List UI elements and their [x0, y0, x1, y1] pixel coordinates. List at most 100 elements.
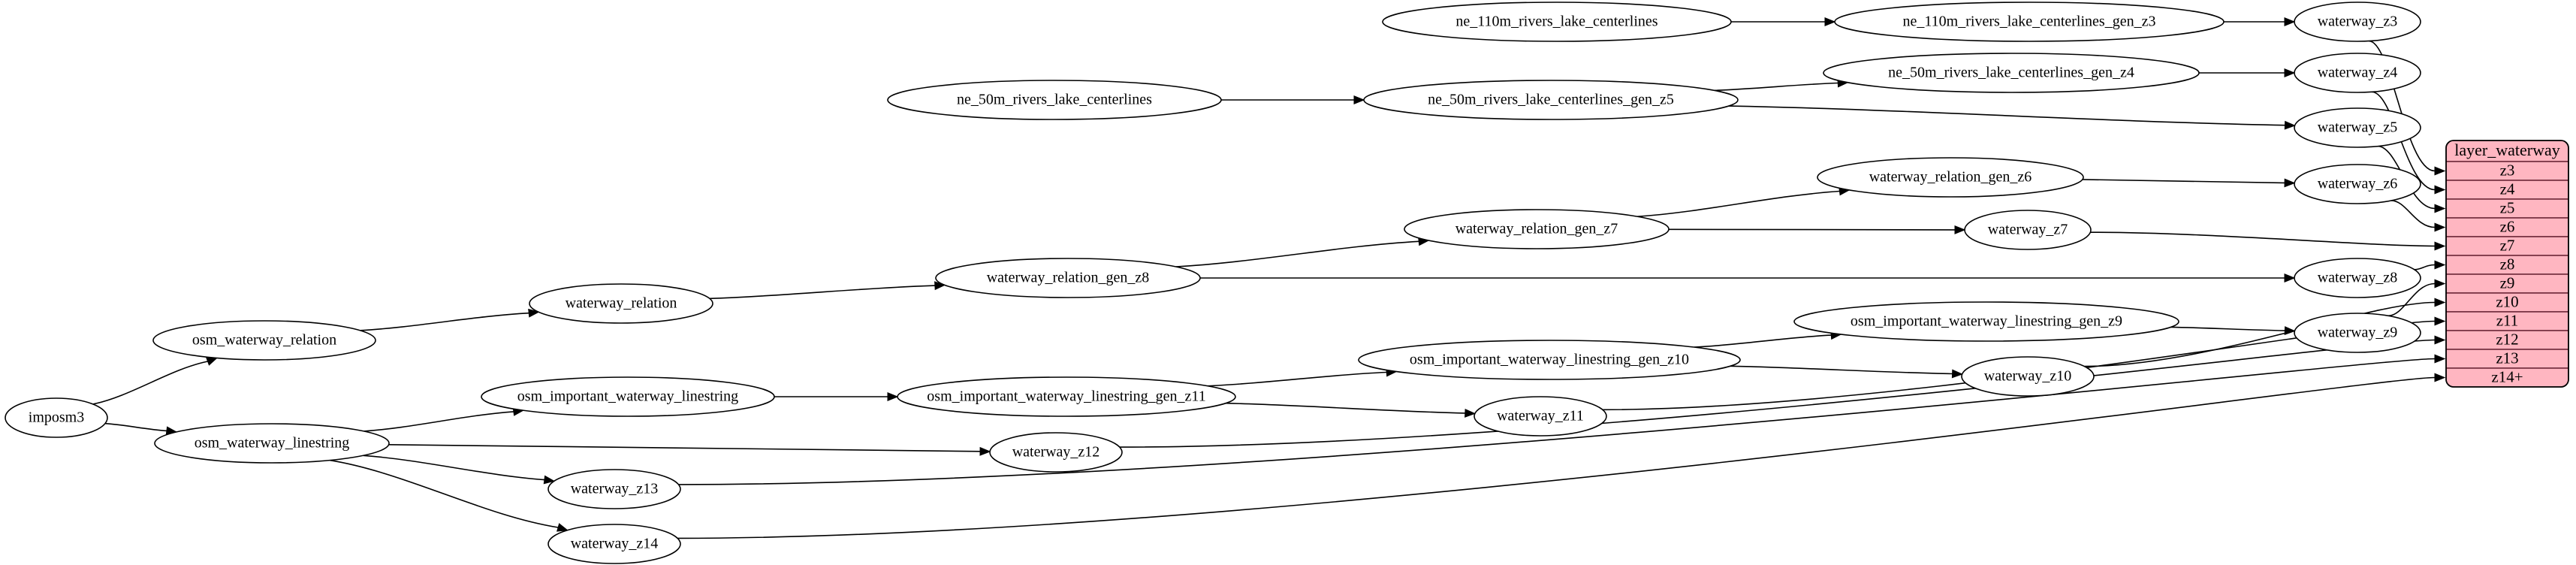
- node-ellipse-ne_110m_rivers_lake_centerlines_gen_z3: [1834, 2, 2225, 42]
- layer-table-title: layer_waterway: [2454, 140, 2559, 159]
- arrowhead-icon: [2284, 273, 2296, 282]
- node-ellipse-ne_50m_rivers_lake_centerlines_gen_z4: [1823, 53, 2200, 93]
- edge-waterway_relation_gen_z7-to-waterway_z7: [1668, 228, 1956, 231]
- layer-table-outline: [2445, 140, 2569, 388]
- edges-layer: [92, 17, 2446, 539]
- graph-node-waterway_z5[interactable]: waterway_z5: [2294, 107, 2421, 148]
- graph-node-waterway_z11[interactable]: waterway_z11: [1474, 396, 1607, 437]
- graph-node-waterway_relation_gen_z6[interactable]: waterway_relation_gen_z6: [1817, 157, 2084, 198]
- layer-table-row-z12[interactable]: [2446, 330, 2568, 350]
- edge-osm_important_waterway_linestring_gen_z11-to-waterway_z11: [1225, 402, 1465, 414]
- arrowhead-icon: [557, 523, 569, 532]
- arrowhead-icon: [2434, 279, 2446, 289]
- layer-table-row-z4[interactable]: [2446, 180, 2568, 200]
- graph-node-waterway_z7[interactable]: waterway_z7: [1964, 210, 2092, 250]
- edge-waterway_z12-to-layer_waterway-z12: [1119, 339, 2436, 448]
- graph-node-waterway_z12[interactable]: waterway_z12: [989, 432, 1123, 473]
- graph-node-ne_50m_rivers_lake_centerlines[interactable]: ne_50m_rivers_lake_centerlines: [887, 80, 1222, 120]
- node-ellipse-ne_110m_rivers_lake_centerlines: [1382, 2, 1732, 42]
- arrowhead-icon: [2284, 178, 2296, 188]
- nodes-layer: imposm3 osm_waterway_relation osm_waterway…: [5, 2, 2421, 564]
- graph-node-waterway_z8[interactable]: waterway_z8: [2294, 258, 2421, 298]
- edge-osm_important_waterway_linestring_gen_z10-to-waterway_z10: [1730, 365, 1953, 375]
- layer-table-row-z13[interactable]: [2446, 349, 2568, 369]
- layer-table-row-label-z12: z12: [2496, 330, 2518, 348]
- graph-node-waterway_z6[interactable]: waterway_z6: [2294, 164, 2421, 204]
- layer-table-row-z10[interactable]: [2446, 292, 2568, 313]
- edge-waterway_z8-to-layer_waterway-z8: [2414, 264, 2436, 270]
- layer-table-row-z5[interactable]: [2446, 198, 2568, 219]
- arrowhead-icon: [543, 475, 556, 485]
- edge-osm_waterway_linestring-to-waterway_z12: [388, 444, 981, 452]
- edge-osm_important_waterway_linestring_gen_z11-to-osm_important_waterway_linestring_gen_z10: [1207, 371, 1387, 387]
- layer-table-row-label-z10: z10: [2496, 292, 2518, 310]
- edge-osm_waterway_relation-to-waterway_relation: [360, 312, 529, 331]
- graph-node-waterway_z13[interactable]: waterway_z13: [547, 469, 681, 509]
- layer-waterway-table: layer_waterwayz3z4z5z6z7z8z9z10z11z12z13…: [2445, 140, 2569, 388]
- graph-node-osm_important_waterway_linestring_gen_z10[interactable]: osm_important_waterway_linestring_gen_z1…: [1358, 340, 1741, 380]
- edge-osm_important_waterway_linestring_gen_z9-to-waterway_z9: [2170, 326, 2285, 331]
- node-ellipse-waterway_z6: [2294, 164, 2421, 204]
- graph-node-ne_110m_rivers_lake_centerlines[interactable]: ne_110m_rivers_lake_centerlines: [1382, 2, 1732, 42]
- arrowhead-icon: [2434, 166, 2446, 176]
- layer-table-row-label-z9: z9: [2500, 273, 2515, 292]
- node-ellipse-imposm3: [5, 397, 108, 438]
- graph-node-ne_50m_rivers_lake_centerlines_gen_z5[interactable]: ne_50m_rivers_lake_centerlines_gen_z5: [1363, 80, 1739, 120]
- arrowhead-icon: [2434, 354, 2446, 364]
- graph-node-waterway_relation_gen_z8[interactable]: waterway_relation_gen_z8: [935, 258, 1201, 298]
- layer-table-row-z14plus[interactable]: [2446, 367, 2568, 387]
- node-ellipse-waterway_z11: [1474, 396, 1607, 437]
- graph-node-waterway_z14[interactable]: waterway_z14: [547, 524, 681, 564]
- graph-node-osm_important_waterway_linestring[interactable]: osm_important_waterway_linestring: [481, 376, 775, 417]
- node-ellipse-waterway_z4: [2294, 53, 2421, 93]
- arrowhead-icon: [887, 392, 899, 401]
- layer-table-row-z9[interactable]: [2446, 273, 2568, 294]
- edge-waterway_z7-to-layer_waterway-z7: [2090, 231, 2436, 247]
- node-ellipse-osm_important_waterway_linestring_gen_z11: [897, 376, 1236, 417]
- arrowhead-icon: [2434, 373, 2446, 382]
- graph-node-osm_important_waterway_linestring_gen_z9[interactable]: osm_important_waterway_linestring_gen_z9: [1793, 301, 2179, 342]
- layer-table-row-label-z13: z13: [2496, 349, 2518, 367]
- layer-table-row-label-z6: z6: [2500, 217, 2515, 235]
- node-ellipse-ne_50m_rivers_lake_centerlines: [887, 80, 1222, 120]
- edge-waterway_z6-to-layer_waterway-z6: [2390, 200, 2436, 228]
- arrowhead-icon: [1353, 95, 1365, 104]
- node-ellipse-osm_important_waterway_linestring_gen_z9: [1793, 301, 2179, 342]
- arrowhead-icon: [206, 357, 219, 366]
- graph-node-waterway_z3[interactable]: waterway_z3: [2294, 2, 2421, 42]
- graph-node-waterway_z10[interactable]: waterway_z10: [1961, 356, 2095, 397]
- layer-table-row-z7[interactable]: [2446, 236, 2568, 256]
- arrowhead-icon: [1954, 225, 1966, 234]
- arrowhead-icon: [2434, 335, 2446, 345]
- node-ellipse-waterway_z9: [2294, 313, 2421, 353]
- edge-osm_important_waterway_linestring_gen_z10-to-osm_important_waterway_linestring_gen_z9: [1694, 334, 1832, 348]
- node-ellipse-osm_important_waterway_linestring: [481, 376, 775, 417]
- graph-node-waterway_relation[interactable]: waterway_relation: [529, 283, 713, 324]
- edge-waterway_relation-to-waterway_relation_gen_z8: [709, 285, 935, 300]
- node-ellipse-osm_waterway_relation: [152, 320, 376, 361]
- graph-node-waterway_z4[interactable]: waterway_z4: [2294, 53, 2421, 93]
- graph-node-osm_waterway_relation[interactable]: osm_waterway_relation: [152, 320, 376, 361]
- layer-table-row-label-z7: z7: [2500, 236, 2515, 254]
- node-ellipse-waterway_z8: [2294, 258, 2421, 298]
- node-ellipse-osm_waterway_linestring: [154, 423, 390, 464]
- graph-node-osm_waterway_linestring[interactable]: osm_waterway_linestring: [154, 423, 390, 464]
- arrowhead-icon: [2284, 68, 2296, 77]
- layer-table-header-cell: [2446, 140, 2568, 162]
- edge-waterway_z14-to-layer_waterway-z14plus: [677, 376, 2436, 539]
- edge-osm_waterway_linestring-to-waterway_z14: [329, 459, 559, 528]
- arrowhead-icon: [2284, 120, 2296, 130]
- graph-node-waterway_z9[interactable]: waterway_z9: [2294, 313, 2421, 353]
- node-ellipse-osm_important_waterway_linestring_gen_z10: [1358, 340, 1741, 380]
- graph-node-waterway_relation_gen_z7[interactable]: waterway_relation_gen_z7: [1404, 209, 1670, 249]
- layer-table-row-z8[interactable]: [2446, 255, 2568, 275]
- arrowhead-icon: [528, 308, 540, 318]
- node-ellipse-waterway_z7: [1964, 210, 2092, 250]
- graph-node-osm_important_waterway_linestring_gen_z11[interactable]: osm_important_waterway_linestring_gen_z1…: [897, 376, 1236, 417]
- layer-table-row-label-z14plus: z14+: [2491, 367, 2523, 385]
- graph-node-ne_110m_rivers_lake_centerlines_gen_z3[interactable]: ne_110m_rivers_lake_centerlines_gen_z3: [1834, 2, 2225, 42]
- graph-node-imposm3[interactable]: imposm3: [5, 397, 108, 438]
- edge-waterway_z9-to-layer_waterway-z9: [2387, 282, 2436, 317]
- graph-node-ne_50m_rivers_lake_centerlines_gen_z4[interactable]: ne_50m_rivers_lake_centerlines_gen_z4: [1823, 53, 2200, 93]
- edge-imposm3-to-osm_waterway_relation: [92, 361, 208, 405]
